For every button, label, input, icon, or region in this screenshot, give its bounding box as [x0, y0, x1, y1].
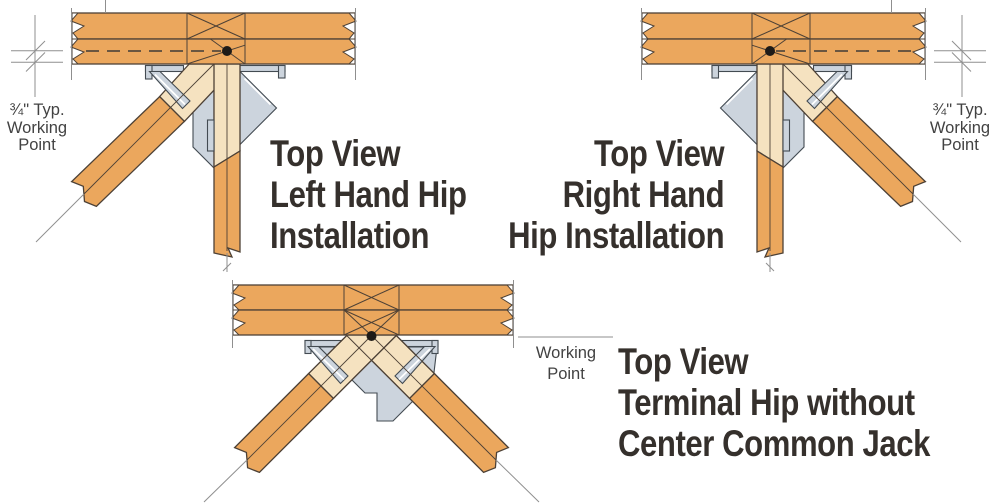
header-ply-top — [232, 284, 514, 311]
dim-label-right: ¾" Typ. Working Point — [929, 101, 991, 155]
heading-left-hand-hip: Top View Left Hand Hip Installation — [270, 133, 467, 256]
dim-label-left: ¾" Typ. Working Point — [6, 101, 68, 155]
dim-label-line: ¾" Typ. — [932, 101, 988, 119]
dim-label-line: Point — [18, 136, 56, 154]
working-point-line: Point — [547, 365, 585, 383]
heading-line: Hip Installation — [507, 215, 724, 256]
working-point-line: Working — [535, 344, 597, 362]
dim-label-line: Working — [929, 118, 991, 137]
heading-line: Installation — [270, 215, 430, 256]
heading-right-hand-hip: Top View Right Hand Hip Installation — [508, 133, 724, 256]
terminal-working-point-label: Working Point — [536, 343, 596, 385]
heading-line: Terminal Hip without — [618, 382, 915, 423]
heading-line: Right Hand — [562, 174, 724, 215]
heading-line: Center Common Jack — [618, 423, 930, 464]
heading-line: Top View — [593, 133, 725, 174]
heading-line: Top View — [270, 133, 401, 174]
dim-label-line: Point — [941, 136, 979, 154]
dim-label-line: Working — [6, 118, 68, 137]
heading-line: Left Hand Hip — [270, 174, 467, 215]
heading-line: Top View — [618, 341, 749, 382]
right-hip-centerline — [371, 335, 497, 461]
heading-terminal-hip: Top View Terminal Hip without Center Com… — [618, 341, 930, 464]
left-hip-centerline — [246, 335, 372, 461]
working-point-dot — [366, 331, 377, 341]
dim-label-line: ¾" Typ. — [9, 101, 65, 119]
terminal-hip-diagram — [203, 280, 613, 503]
